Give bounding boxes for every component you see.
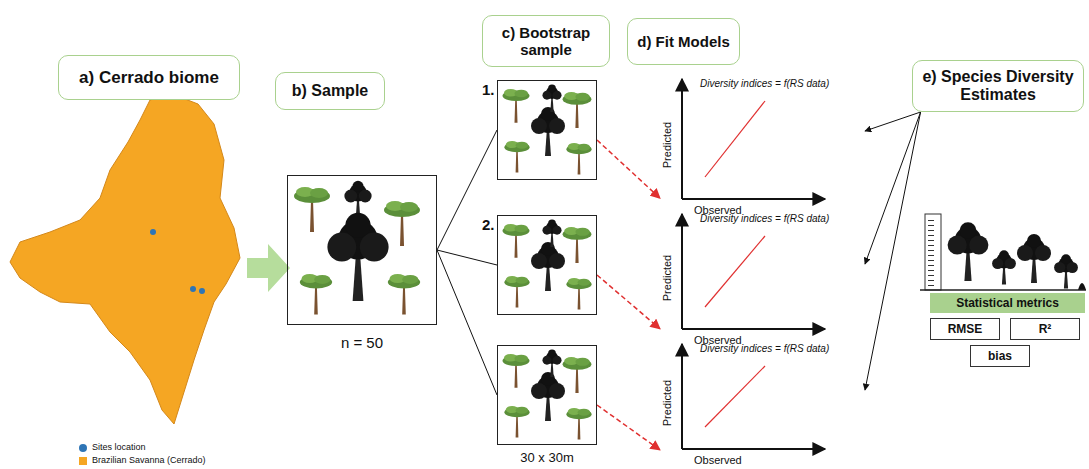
plot-axes <box>660 75 865 215</box>
plot-axes <box>660 340 865 465</box>
metrics-bar: Statistical metrics <box>930 293 1085 313</box>
legend-text: Sites location <box>92 442 146 452</box>
model-plot: Diversity indices = f(RS data) PredictedO… <box>660 340 865 465</box>
connector <box>597 140 660 198</box>
bootstrap-plot: 1. <box>497 80 597 180</box>
connector <box>865 112 921 264</box>
step-label: d) Fit Models <box>627 18 740 65</box>
node-text: c) Bootstrap sample <box>491 24 601 59</box>
legend-text: Brazilian Savanna (Cerrado) <box>92 455 206 465</box>
connector <box>597 405 660 450</box>
node-text: e) Species Diversity Estimates <box>921 68 1075 105</box>
model-plot: Diversity indices = f(RS data)PredictedO… <box>660 210 865 345</box>
axis-label: Observed <box>694 454 742 466</box>
step-label: e) Species Diversity Estimates <box>912 60 1084 112</box>
tree-group <box>503 85 592 440</box>
bootstrap-plot: 2. <box>497 215 597 315</box>
node-text: a) Cerrado biome <box>79 68 219 88</box>
legend-swatch <box>79 457 87 465</box>
node-text: d) Fit Models <box>637 33 730 50</box>
node-text: bias <box>988 349 1012 363</box>
step-label: c) Bootstrap sample <box>482 15 610 67</box>
node-text: 1. <box>482 81 495 98</box>
step-label: b) Sample <box>275 72 385 110</box>
step-label: a) Cerrado biome <box>58 55 240 100</box>
node-text: 2. <box>482 216 495 233</box>
axis-label: Predicted <box>661 122 673 168</box>
bootstrap-plot: 30 x 30m <box>497 345 597 445</box>
plot-title: Diversity indices = f(RS data) <box>700 343 829 354</box>
connector <box>437 250 497 265</box>
plot-title: Diversity indices = f(RS data) <box>700 213 829 224</box>
axis-label: Predicted <box>661 254 673 300</box>
node-text: RMSE <box>948 322 983 336</box>
connector <box>597 275 660 329</box>
cerrado-map <box>10 94 240 424</box>
node-text: R² <box>1039 322 1052 336</box>
ruler <box>925 214 941 290</box>
node-text: Statistical metrics <box>956 296 1059 310</box>
plot-title: Diversity indices = f(RS data) <box>700 78 829 89</box>
metric-box: RMSE <box>930 318 1000 340</box>
flow-arrow <box>247 244 290 292</box>
plot-axes <box>660 210 865 345</box>
axis-label: Predicted <box>661 379 673 425</box>
metric-box: bias <box>970 345 1030 367</box>
node-text: b) Sample <box>292 82 368 100</box>
node-text: n = 50 <box>288 334 436 351</box>
connector <box>865 112 921 390</box>
connector <box>437 130 497 250</box>
legend-dot <box>79 444 87 452</box>
connector <box>437 250 497 395</box>
model-plot: Diversity indices = f(RS data)PredictedO… <box>660 75 865 215</box>
sample-plot: n = 50 <box>287 175 437 325</box>
node-text: 30 x 30m <box>498 450 596 465</box>
connector <box>865 112 921 131</box>
metric-box: R² <box>1010 318 1080 340</box>
